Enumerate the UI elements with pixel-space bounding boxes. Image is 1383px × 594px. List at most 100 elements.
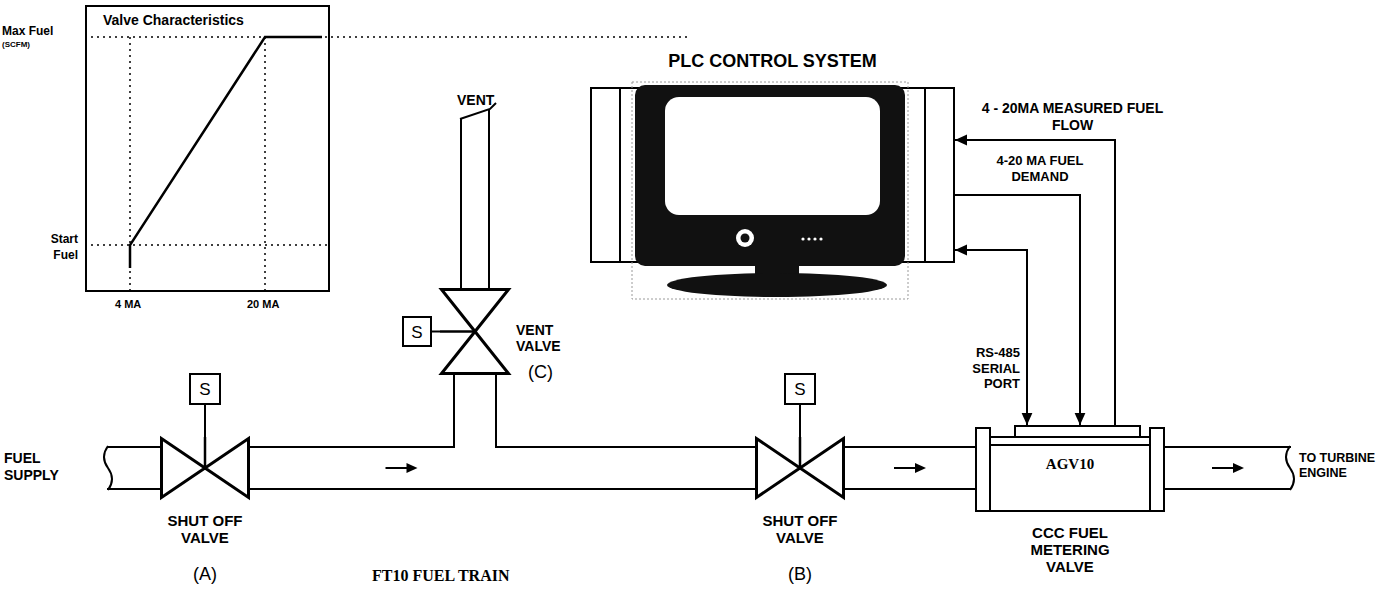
body-seam (990, 444, 1150, 446)
valve-body (205, 439, 249, 498)
valve-body (442, 290, 509, 332)
shutoff-valve: SHUT OFF VALVE(A) (160, 437, 250, 499)
wire-line (204, 405, 206, 437)
vent-pipe (460, 103, 496, 289)
node-outline (755, 437, 845, 499)
wire-line (955, 140, 1115, 425)
pipe-break (1286, 446, 1294, 490)
axis-tick: 20 MA (247, 298, 279, 311)
supply-pipe (104, 446, 160, 490)
valve-body (442, 332, 509, 374)
pipe-wall (488, 110, 490, 289)
vent-valve: VENT VALVE(C) (440, 288, 510, 375)
valve-body (990, 437, 1150, 511)
valve-body (800, 439, 844, 498)
valve-stem (440, 330, 475, 333)
arrow-head (915, 463, 926, 473)
chart-title: Valve Characteristics (103, 12, 244, 29)
valve-stem (799, 437, 802, 468)
node-outline (590, 85, 955, 300)
pipe-wall (250, 446, 755, 490)
wire-line (955, 250, 1027, 425)
axis-label: Max Fuel (2, 24, 53, 38)
wire-line (799, 405, 801, 437)
signal-label: 4-20 MA FUEL DEMAND (985, 153, 1095, 184)
solenoid-letter: S (411, 323, 422, 340)
plc-monitor: PLC CONTROL SYSTEM (590, 85, 955, 300)
valve-tag: (A) (160, 564, 250, 586)
pipe-bore (250, 448, 755, 488)
shutoff-valve: SHUT OFF VALVE(B) (755, 437, 845, 499)
max-signal-guide (264, 37, 266, 292)
pipe-wall (1165, 446, 1291, 448)
valve-tag: (B) (755, 564, 845, 586)
arrow-head (955, 245, 967, 256)
metering-valve: AGV10CCC FUEL METERING VALVE (975, 425, 1165, 512)
solenoid-box: S (402, 316, 432, 347)
chart-frame: Valve Characteristics (85, 5, 330, 292)
valve-name: SHUT OFF VALVE (155, 512, 255, 547)
selection-outline (632, 82, 908, 299)
indicator-dot (807, 237, 810, 240)
frame-panel (924, 88, 926, 262)
pipe-wall (460, 118, 462, 289)
power-button (741, 234, 750, 243)
signal-wire (205, 405, 206, 437)
signal-wire (955, 245, 1032, 425)
pipe-label: FUEL SUPPLY (4, 450, 74, 484)
node-outline (160, 437, 250, 499)
signal-wire (800, 405, 801, 437)
arrow-head (955, 135, 967, 146)
fuel-pipe (845, 463, 975, 473)
fuel-pipe (250, 463, 755, 473)
signal-label: RS-485 SERIAL PORT (962, 345, 1020, 392)
arrow-head (1075, 413, 1086, 425)
pipe-bore (845, 448, 975, 488)
valve-stem (204, 437, 207, 468)
solenoid-letter: S (199, 381, 210, 398)
flow-arrow-head (1233, 463, 1244, 473)
valve-tag: (C) (528, 362, 553, 384)
valve-body (757, 439, 801, 498)
indicator-dot (813, 237, 816, 240)
system-title: PLC CONTROL SYSTEM (590, 51, 955, 73)
frame-panel (619, 88, 621, 262)
signal-label: 4 - 20MA MEASURED FUEL FLOW (980, 100, 1165, 134)
signal-wire (432, 331, 440, 332)
top-plate (1015, 426, 1140, 437)
pipe-break (104, 446, 112, 490)
solenoid-box: S (784, 373, 816, 405)
indicator-dot (801, 237, 804, 240)
main-pipes (250, 463, 975, 473)
indicator-dot (819, 237, 822, 240)
signal-wire (955, 135, 1115, 425)
pipe-wall (107, 446, 160, 448)
pipe-label: TO TURBINE ENGINE (1299, 451, 1379, 481)
flow-arrow (1212, 467, 1234, 469)
arrow-head (407, 463, 418, 473)
monitor-screen (665, 97, 880, 215)
wire-line (432, 331, 440, 333)
vent-label: VENT (457, 92, 494, 109)
valve-curve (130, 37, 322, 268)
axis-tick: 4 MA (115, 298, 141, 311)
valve-body (162, 439, 206, 498)
tee-opening (455, 444, 495, 450)
outlet-pipe (1165, 446, 1294, 490)
flow-arrow (894, 467, 916, 469)
diagram-title: FT10 FUEL TRAIN (372, 566, 510, 585)
flange (1150, 428, 1164, 511)
signal-wire (955, 195, 1085, 425)
node-outline (440, 288, 510, 375)
pipe-wall (845, 446, 975, 490)
power-button (736, 229, 754, 247)
valve-name: SHUT OFF VALVE (750, 512, 850, 547)
monitor-bezel (635, 85, 905, 266)
flange (976, 428, 990, 511)
flow-arrow (386, 467, 408, 469)
monitor-stand (667, 273, 887, 297)
valve-name: CCC FUEL METERING VALVE (1007, 525, 1133, 576)
pipe-wall (1165, 488, 1291, 490)
start-fuel-guide (85, 244, 330, 246)
